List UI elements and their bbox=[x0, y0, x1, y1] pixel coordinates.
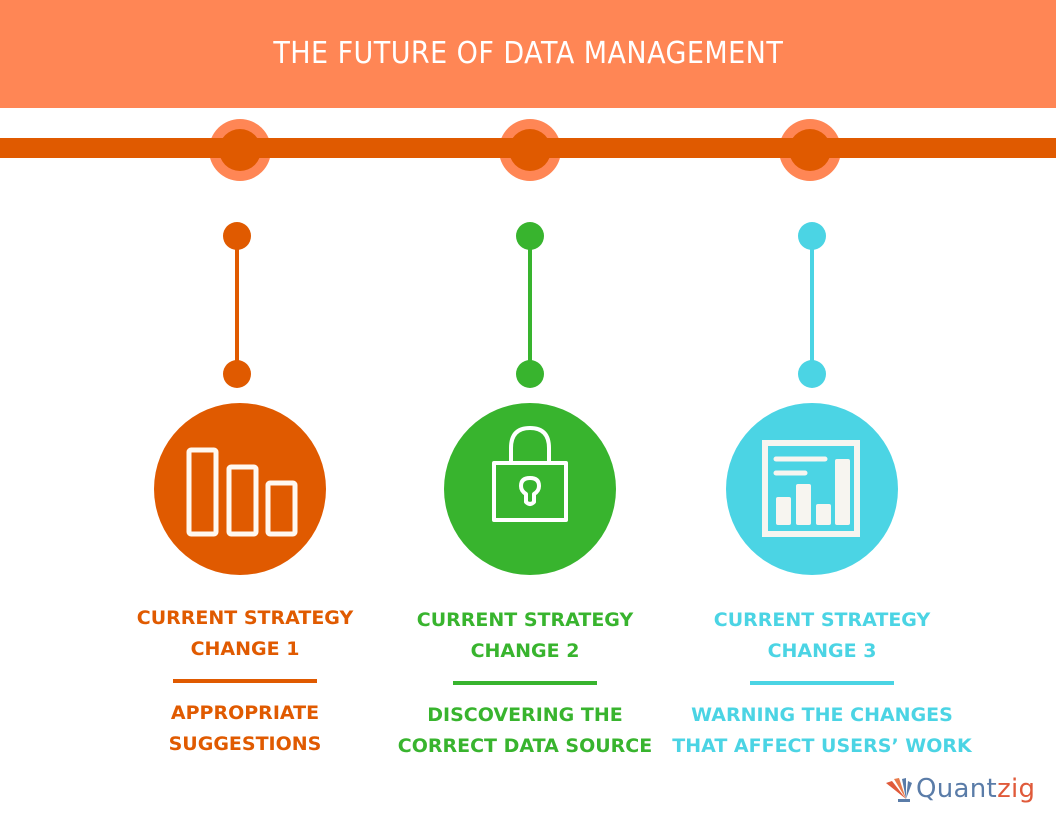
step-2-label: CURRENT STRATEGY CHANGE 2 DISCOVERING TH… bbox=[375, 605, 675, 762]
padlock-icon bbox=[492, 426, 568, 522]
step-3-desc-line1: WARNING THE CHANGES bbox=[691, 704, 953, 726]
header-banner: THE FUTURE OF DATA MANAGEMENT bbox=[0, 0, 1056, 108]
logo-text-zig: zig bbox=[997, 774, 1036, 804]
step-1-desc-line1: APPROPRIATE bbox=[170, 702, 320, 724]
timeline-bar-segment bbox=[499, 138, 561, 158]
connector-top-dot bbox=[223, 222, 251, 250]
step-3-heading-line1: CURRENT STRATEGY bbox=[713, 609, 931, 631]
connector-1 bbox=[222, 222, 252, 388]
connector-3 bbox=[797, 222, 827, 388]
step-2-heading-line1: CURRENT STRATEGY bbox=[416, 609, 634, 631]
logo-text-quant: Quant bbox=[916, 774, 998, 804]
timeline-bar-segment bbox=[209, 138, 271, 158]
timeline-bar-segment bbox=[779, 138, 841, 158]
connector-bottom-dot bbox=[798, 360, 826, 388]
report-chart-icon bbox=[762, 440, 860, 537]
step-1-label: CURRENT STRATEGY CHANGE 1 APPROPRIATE SU… bbox=[95, 603, 395, 760]
connector-2 bbox=[515, 222, 545, 388]
page-title: THE FUTURE OF DATA MANAGEMENT bbox=[273, 35, 783, 71]
connector-top-dot bbox=[516, 222, 544, 250]
step-2-desc-line1: DISCOVERING THE bbox=[427, 704, 623, 726]
step-1-desc-line2: SUGGESTIONS bbox=[168, 733, 322, 755]
fan-logo-icon bbox=[886, 778, 912, 802]
step-1-heading-line2: CHANGE 1 bbox=[190, 638, 300, 660]
step-1-circle bbox=[154, 403, 326, 575]
step-1-divider bbox=[173, 679, 317, 683]
step-3-label: CURRENT STRATEGY CHANGE 3 WARNING THE CH… bbox=[672, 605, 972, 762]
quantzig-logo: Quantzig bbox=[884, 774, 1035, 804]
step-3-heading-line2: CHANGE 3 bbox=[767, 640, 877, 662]
step-2-desc-line2: CORRECT DATA SOURCE bbox=[397, 735, 653, 757]
step-3-circle bbox=[726, 403, 898, 575]
step-3-desc-line2: THAT AFFECT USERS’ WORK bbox=[672, 735, 972, 757]
step-2-circle bbox=[444, 403, 616, 575]
step-2-heading-line2: CHANGE 2 bbox=[470, 640, 580, 662]
bar-chart-icon bbox=[186, 447, 298, 537]
connector-bottom-dot bbox=[516, 360, 544, 388]
step-1-heading-line1: CURRENT STRATEGY bbox=[136, 607, 354, 629]
connector-top-dot bbox=[798, 222, 826, 250]
step-3-divider bbox=[750, 681, 894, 685]
connector-bottom-dot bbox=[223, 360, 251, 388]
step-2-divider bbox=[453, 681, 597, 685]
